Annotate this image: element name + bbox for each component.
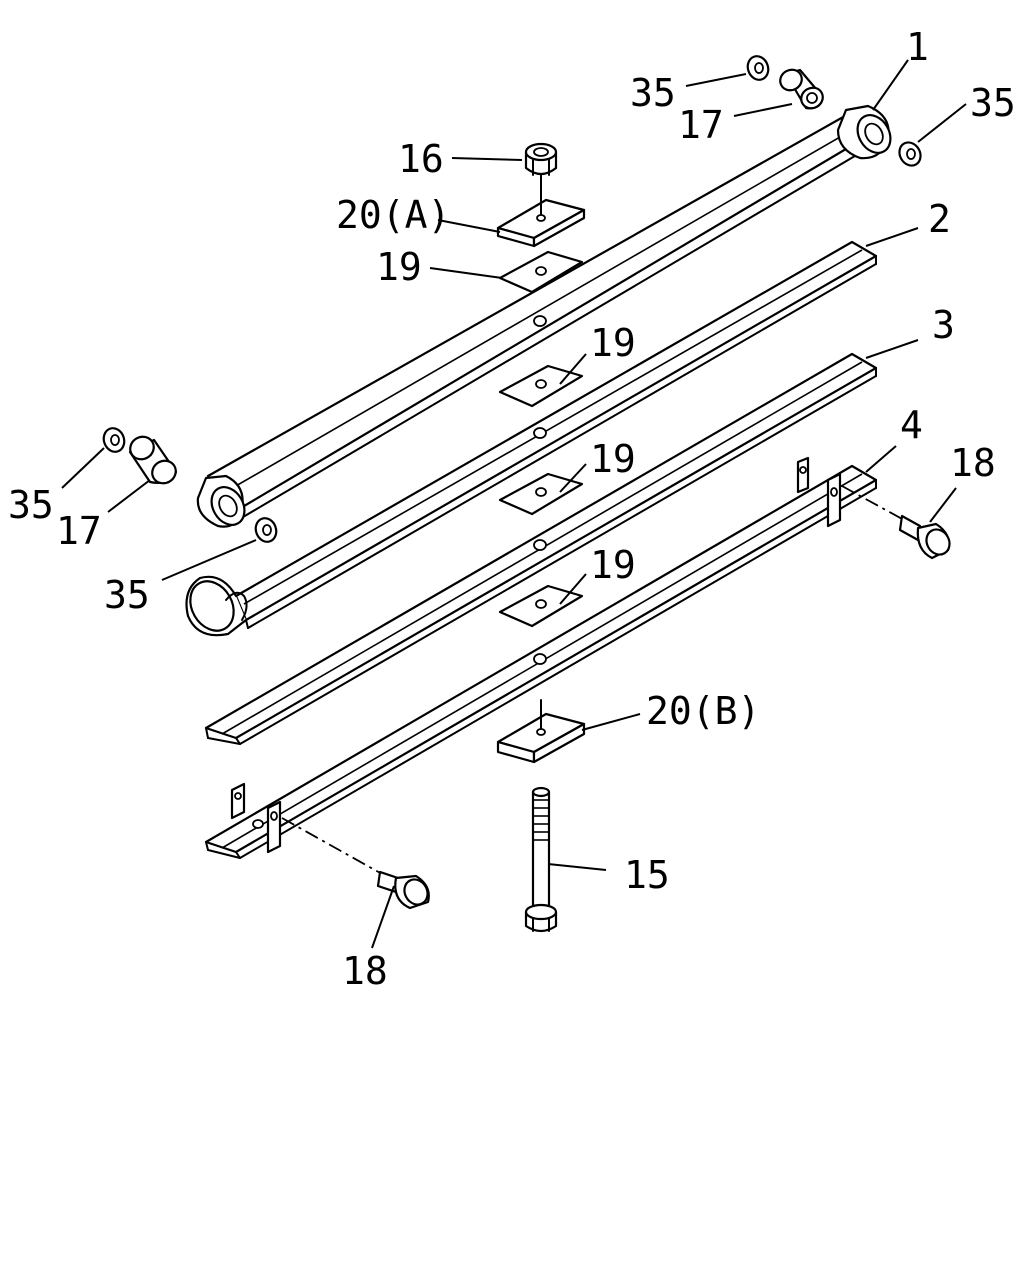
callout-19-c: 19 xyxy=(590,543,636,587)
callout-19-top: 19 xyxy=(376,245,422,289)
washer-35-left xyxy=(102,427,126,453)
spacer-19-top-hole xyxy=(535,266,547,276)
callout-labels: 1 2 3 4 15 16 17 17 18 18 19 19 19 19 20… xyxy=(8,25,1016,993)
clip-bolt-18-left xyxy=(281,817,430,910)
center-bolt-15 xyxy=(524,786,558,933)
callout-20a: 20(A) xyxy=(336,193,450,237)
callout-16: 16 xyxy=(398,137,444,181)
main-leaf-1 xyxy=(196,104,892,528)
callout-20b: 20(B) xyxy=(646,689,760,733)
nut-16 xyxy=(524,142,558,176)
spacer-19-b-hole xyxy=(535,487,547,497)
callout-19-a: 19 xyxy=(590,321,636,365)
washer-35-middle xyxy=(254,517,278,543)
callout-19-b: 19 xyxy=(590,437,636,481)
callout-4: 4 xyxy=(900,403,923,447)
plate-20a xyxy=(496,171,586,248)
clip-bolt-18-right xyxy=(841,485,951,560)
leaf-2 xyxy=(185,240,878,637)
callout-35-middle: 35 xyxy=(104,573,150,617)
callout-17-top: 17 xyxy=(678,103,724,147)
leaf-4 xyxy=(204,456,878,859)
spacer-19-c-hole xyxy=(535,599,547,609)
washer-35-top xyxy=(746,55,770,81)
callout-35-top: 35 xyxy=(630,71,676,115)
callout-35-left: 35 xyxy=(8,483,54,527)
callout-2: 2 xyxy=(928,197,951,241)
spacer-19-a-hole xyxy=(535,379,547,389)
bushing-17-left xyxy=(128,435,178,485)
callout-15: 15 xyxy=(624,853,670,897)
leaf-3 xyxy=(204,352,878,745)
callout-1: 1 xyxy=(906,25,929,69)
washer-35-right xyxy=(898,141,922,167)
callout-18-right: 18 xyxy=(950,441,996,485)
callout-3: 3 xyxy=(932,303,955,347)
plate-20b xyxy=(496,699,586,764)
leader-lines xyxy=(61,59,967,949)
callout-17-left: 17 xyxy=(56,509,102,553)
callout-18-left: 18 xyxy=(342,949,388,993)
bushing-17-top xyxy=(779,68,824,110)
callout-35-right: 35 xyxy=(970,81,1016,125)
